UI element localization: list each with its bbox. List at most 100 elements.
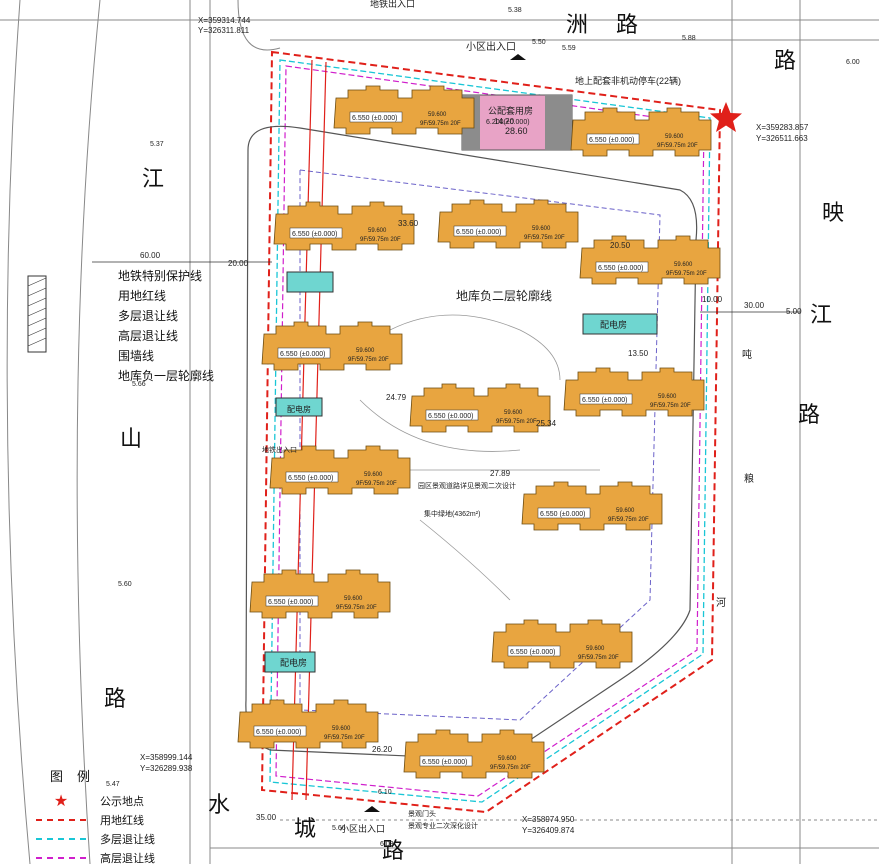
green-area-label: 集中绿地(4362m²) [424, 509, 480, 518]
coord-sw-x: X=358999.144 [140, 753, 193, 762]
building-elevation: 6.550 (±0.000) [292, 231, 337, 238]
building-floors: 9F/59.75m 20F [420, 121, 461, 127]
scenic-note: 景观专业二次深化设计 [408, 821, 478, 830]
svg-text:6.03: 6.03 [380, 841, 394, 848]
svg-text:5.38: 5.38 [508, 7, 522, 14]
building-height: 59.600 [665, 134, 684, 140]
map-legend: 图例 ★ 公示地点 用地红线 多层退让线 高层退让线 [36, 766, 216, 867]
svg-text:5.66: 5.66 [132, 381, 146, 388]
building-floors: 9F/59.75m 20F [496, 419, 537, 425]
building-floors: 9F/59.75m 20F [490, 765, 531, 771]
river-1: 吨 [742, 348, 752, 361]
svg-text:5.50: 5.50 [532, 39, 546, 46]
legend-red-label: 用地红线 [100, 814, 144, 827]
line-label-wall: 围墙线 [118, 349, 155, 363]
building-floors: 9F/59.75m 20F [324, 735, 365, 741]
road-east-2: 江 [810, 303, 832, 328]
landscape-note: 园区景观道路详见景观二次设计 [418, 481, 516, 490]
building-height: 59.600 [356, 348, 375, 354]
river-3: 河 [716, 597, 726, 609]
substation-label-south: 配电房 [280, 657, 307, 668]
metro-exit-label: 地铁出入口 [370, 0, 415, 9]
north-gate-arrow-icon [510, 54, 526, 60]
legend-star-icon: ★ [53, 792, 69, 810]
coord-ne-y: Y=326511.663 [756, 134, 808, 143]
road-east-1: 映 [822, 201, 844, 226]
building-elevation: 6.550 (±0.000) [256, 729, 301, 736]
building-elevation: 6.550 (±0.000) [428, 413, 473, 420]
dim-3500: 35.00 [256, 813, 277, 822]
dimensions: 60.00 20.00 30.00 5.00 10.00 33.60 20.50… [92, 117, 802, 822]
road-north-label: 洲 路 [566, 13, 638, 38]
dim-2050: 20.50 [610, 241, 631, 250]
building-floors: 9F/59.75m 20F [608, 517, 649, 523]
line-label-metro: 地铁特别保护线 [118, 269, 203, 283]
line-label-red: 用地红线 [118, 289, 167, 303]
south-gate-label: 小区出入口 [340, 823, 385, 834]
legend-cyan-swatch [36, 837, 86, 840]
substation-label-east: 配电房 [600, 319, 627, 330]
coord-nw-y: Y=326311.811 [198, 26, 250, 35]
residential-building: 6.550 (±0.000) 59.600 9F/59.75m 20F [521, 481, 663, 531]
north-gate-label: 小区出入口 [466, 40, 516, 53]
internal-paths [359, 314, 600, 601]
building-height: 59.600 [368, 228, 387, 234]
legend-row-cyan: 多层退让线 [36, 829, 216, 848]
public-building-width: 28.60 [505, 126, 528, 136]
river-2: 粮 [744, 472, 754, 485]
svg-text:5.47: 5.47 [106, 781, 120, 788]
dim-1350: 13.50 [628, 349, 649, 358]
building-elevation: 6.550 (±0.000) [422, 759, 467, 766]
dim-20: 20.00 [228, 259, 249, 268]
public-building-elev: 6.200(±0.000) [486, 119, 530, 126]
building-height: 59.600 [428, 112, 447, 118]
coord-se-x: X=358974.950 [522, 815, 575, 824]
hatched-block [27, 275, 47, 353]
building-elevation: 6.550 (±0.000) [540, 511, 585, 518]
building-elevation: 6.550 (±0.000) [598, 265, 643, 272]
bike-parking-label: 地上配套非机动停车(22辆) [575, 75, 681, 86]
building-floors: 9F/59.75m 20F [348, 357, 389, 363]
building-floors: 9F/59.75m 20F [356, 481, 397, 487]
building-elevation: 6.550 (±0.000) [456, 229, 501, 236]
building-elevation: 6.550 (±0.000) [510, 649, 555, 656]
building-floors: 9F/59.75m 20F [657, 143, 698, 149]
building-height: 59.600 [674, 262, 693, 268]
coord-sw-y: Y=326289.938 [140, 764, 193, 773]
legend-title: 图例 [50, 769, 105, 784]
line-label-high: 高层退让线 [118, 329, 179, 343]
dim-2479: 24.79 [386, 393, 407, 402]
coord-nw-x: X=359314.744 [198, 16, 251, 25]
building-height: 59.600 [616, 508, 635, 514]
dim-10: 10.00 [702, 295, 723, 304]
line-type-labels: 地铁特别保护线 用地红线 多层退让线 高层退让线 围墙线 地库负一层轮廓线 [118, 266, 214, 386]
dim-5: 5.00 [786, 307, 802, 316]
building-elevation: 6.550 (±0.000) [589, 137, 634, 144]
red-boundary-line [260, 50, 722, 814]
svg-text:5.60: 5.60 [118, 581, 132, 588]
legend-red-swatch [36, 818, 86, 821]
building-floors: 9F/59.75m 20F [360, 237, 401, 243]
svg-text:5.37: 5.37 [150, 141, 164, 148]
svg-text:6.00: 6.00 [846, 59, 860, 66]
building-floors: 9F/59.75m 20F [336, 605, 377, 611]
svg-text:5.66: 5.66 [332, 825, 346, 832]
residential-buildings: 6.550 (±0.000) 59.600 9F/59.75m 20F 6.550 (… [237, 85, 721, 779]
coord-ne-x: X=359283.857 [756, 123, 809, 132]
road-east-3: 路 [798, 403, 820, 428]
svg-text:5.88: 5.88 [682, 35, 696, 42]
building-height: 59.600 [364, 472, 383, 478]
building-height: 59.600 [344, 596, 363, 602]
building-height: 59.600 [658, 394, 677, 400]
road-west-2: 山 [120, 427, 142, 452]
svg-text:6.10: 6.10 [378, 789, 392, 796]
legend-star-label: 公示地点 [100, 795, 144, 808]
legend-cyan-label: 多层退让线 [100, 833, 155, 846]
